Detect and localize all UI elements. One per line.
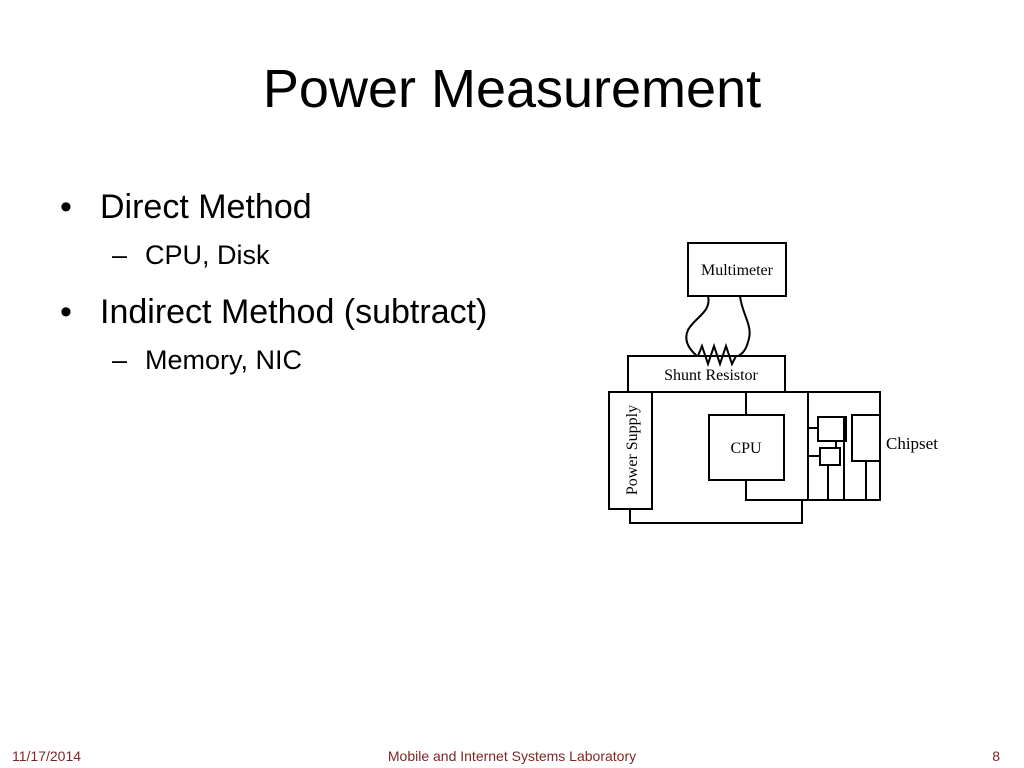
sub-bullet-marker: – <box>112 345 128 375</box>
footer-page-number: 8 <box>992 748 1000 764</box>
footer-date: 11/17/2014 <box>12 748 82 764</box>
footer-lab-name: Mobile and Internet Systems Laboratory <box>387 748 637 764</box>
board-rail <box>746 391 881 415</box>
bullet-text: Indirect Method (subtract) <box>100 293 488 331</box>
chipset-label: Chipset <box>886 434 938 453</box>
power-supply-label: Power Supply <box>624 405 641 495</box>
probe-wire-left <box>685 295 710 357</box>
bullet-text: Direct Method <box>100 188 312 226</box>
probe-wire-right <box>737 295 751 357</box>
bullet-indirect-method: • Indirect Method (subtract) <box>58 295 487 329</box>
bullet-list: • Direct Method – CPU, Disk • Indirect M… <box>58 190 487 400</box>
cpu-label: CPU <box>730 440 762 457</box>
shunt-resistor-label: Shunt Resistor <box>664 367 758 384</box>
chipset-chip-2 <box>819 447 841 466</box>
sub-bullet-cpu-disk: – CPU, Disk <box>58 242 487 269</box>
multimeter-label: Multimeter <box>701 262 774 279</box>
chipset-chip-3 <box>851 414 881 462</box>
power-measurement-diagram: Multimeter Shunt Resistor Power Supply C… <box>608 242 938 524</box>
multimeter-box <box>687 242 787 297</box>
sub-bullet-text: CPU, Disk <box>145 240 270 270</box>
bullet-marker: • <box>60 293 72 331</box>
return-wire <box>629 500 803 524</box>
chipset-chip-1 <box>817 416 847 442</box>
shunt-box <box>627 355 786 393</box>
sub-bullet-text: Memory, NIC <box>145 345 303 375</box>
board-rail-bottom <box>745 461 881 501</box>
slide-title: Power Measurement <box>262 59 762 119</box>
bullet-marker: • <box>60 188 72 226</box>
sub-bullet-marker: – <box>112 240 128 270</box>
sub-bullet-memory-nic: – Memory, NIC <box>58 347 487 374</box>
bullet-direct-method: • Direct Method <box>58 190 487 224</box>
